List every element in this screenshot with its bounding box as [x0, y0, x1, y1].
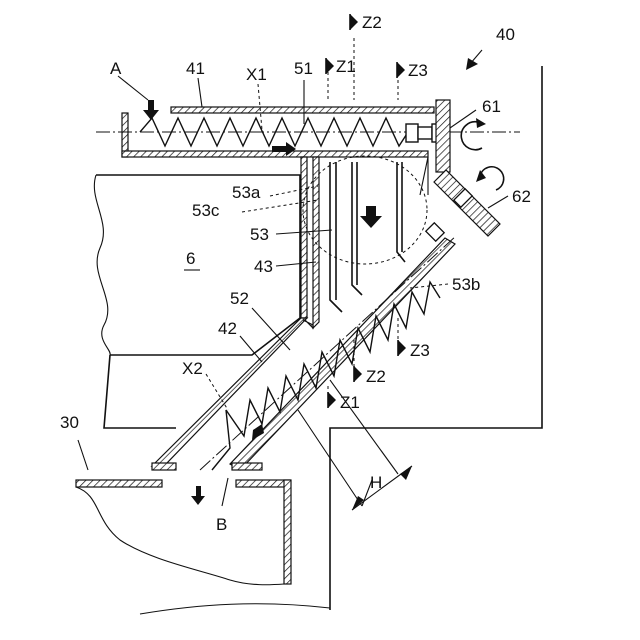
drive-gear-62: [426, 167, 504, 241]
label-53c: 53c: [192, 201, 220, 220]
label-A: A: [110, 59, 122, 78]
label-51: 51: [294, 59, 313, 78]
label-6: 6: [186, 249, 195, 268]
label-B: B: [216, 515, 227, 534]
label-42: 42: [218, 319, 237, 338]
label-53a: 53a: [232, 183, 261, 202]
label-43: 43: [254, 257, 273, 276]
label-62: 62: [512, 187, 531, 206]
label-53b: 53b: [452, 275, 480, 294]
label-Z1-bottom: Z1: [340, 393, 360, 412]
screw-51: [96, 118, 520, 146]
label-41: 41: [186, 59, 205, 78]
label-Z2-top: Z2: [362, 13, 382, 32]
label-H: H: [370, 473, 382, 492]
label-53: 53: [250, 225, 269, 244]
hopper-30: [76, 480, 291, 585]
label-30: 30: [60, 413, 79, 432]
label-52: 52: [230, 289, 249, 308]
label-Z3-top: Z3: [408, 61, 428, 80]
label-X2: X2: [182, 359, 203, 378]
guide-plates-53: [330, 162, 405, 312]
drive-gear-61: [436, 100, 486, 172]
label-40: 40: [496, 25, 515, 44]
label-61: 61: [482, 97, 501, 116]
label-X1: X1: [246, 65, 267, 84]
label-Z2-bottom: Z2: [366, 367, 386, 386]
label-Z3-bottom: Z3: [410, 341, 430, 360]
label-Z1-top: Z1: [336, 57, 356, 76]
